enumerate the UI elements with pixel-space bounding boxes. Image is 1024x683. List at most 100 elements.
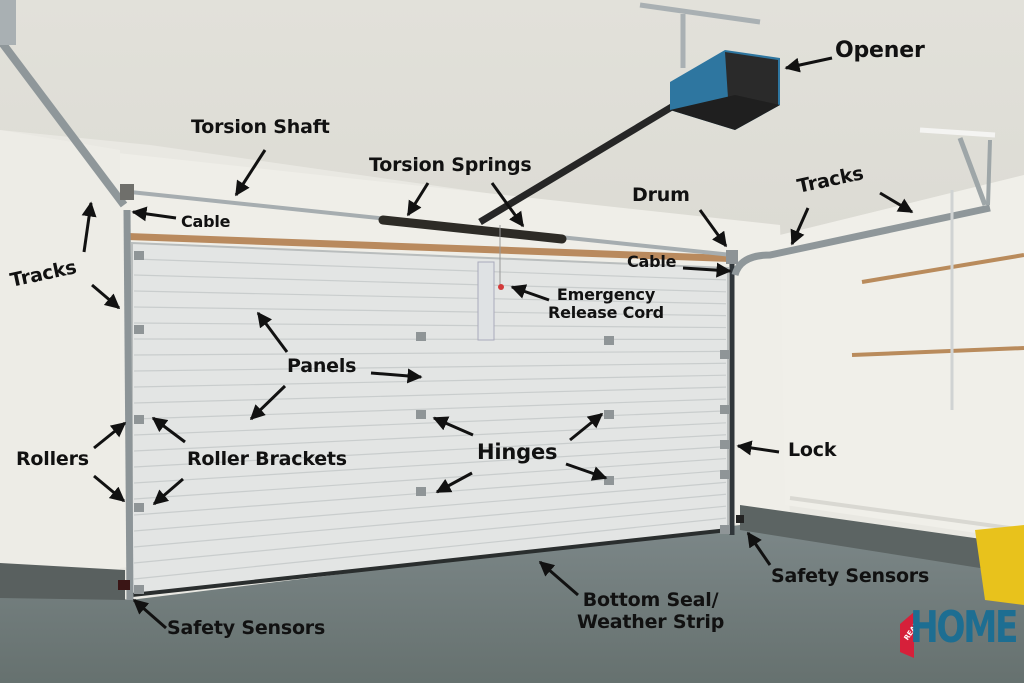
label-emergency-release: Emergency Release Cord <box>548 285 664 323</box>
arrow-hinges-b <box>435 471 473 494</box>
door-panel-groove <box>133 469 727 516</box>
arrow-rollers-b <box>93 474 126 503</box>
roller-bracket <box>134 415 144 424</box>
right-sensor <box>736 515 744 523</box>
lock-bracket <box>720 440 730 449</box>
arrow-safety-sensors-left <box>132 598 167 630</box>
yellow-bin <box>975 525 1024 605</box>
arrow-opener <box>784 56 833 73</box>
roller-bracket <box>134 325 144 334</box>
opener-rail <box>478 101 677 226</box>
left-sensor <box>118 580 130 590</box>
door-panel-groove <box>133 350 727 356</box>
arrow-lock <box>736 440 780 456</box>
roller-bracket <box>134 585 144 594</box>
door-panel-groove <box>133 374 727 388</box>
arrow-panels-b <box>370 368 423 384</box>
release-bracket <box>477 261 495 341</box>
label-roller-brackets: Roller Brackets <box>187 448 347 470</box>
baseboard-right <box>740 505 1024 575</box>
door-panel-groove <box>133 422 727 452</box>
label-opener: Opener <box>835 38 925 63</box>
hinge <box>720 470 730 479</box>
label-hinges: Hinges <box>477 440 558 464</box>
hinge <box>604 476 614 485</box>
door-panel-groove <box>133 446 727 484</box>
arrow-torsion-shaft <box>234 149 267 197</box>
arrow-hinges-d <box>565 462 608 481</box>
hinge <box>720 405 730 414</box>
label-torsion-springs: Torsion Springs <box>369 154 532 176</box>
label-cable-left: Cable <box>181 212 231 231</box>
bottom-seal <box>131 528 729 597</box>
door-panel-groove <box>133 481 727 532</box>
arrow-drum <box>698 209 728 248</box>
arrow-tracks-right-b <box>879 191 914 214</box>
left-drum <box>120 184 134 200</box>
label-lock: Lock <box>788 439 837 461</box>
arrow-panels-c <box>249 384 287 421</box>
hinge <box>720 525 730 534</box>
arrow-torsion-springs-left <box>406 182 430 217</box>
torsion-spring <box>378 215 567 244</box>
right-drum <box>726 250 738 264</box>
hinge <box>416 487 426 496</box>
door-panel-groove <box>133 362 727 372</box>
left-wall <box>0 130 120 575</box>
arrow-hinges-c <box>569 412 604 442</box>
door-panel-groove <box>133 290 727 305</box>
opener-unit <box>670 50 780 130</box>
left-vertical-track <box>123 209 134 601</box>
arrow-panels-a <box>256 311 289 353</box>
arrow-roller-brackets-a <box>151 416 186 444</box>
label-safety-sensors-left: Safety Sensors <box>167 617 326 639</box>
door-panel-groove <box>133 505 727 564</box>
arrow-rollers-a <box>93 421 127 450</box>
arrow-roller-brackets-b <box>152 477 184 506</box>
roller-bracket <box>134 503 144 512</box>
door-panel-groove <box>133 322 727 329</box>
door-panel-groove <box>133 306 727 317</box>
arrow-tracks-left-a <box>81 201 97 253</box>
door-panel-groove <box>133 434 727 468</box>
home-logo-badge: REAL <box>900 612 921 658</box>
label-safety-sensors-right: Safety Sensors <box>771 565 930 587</box>
label-bottom-seal-line1: Bottom Seal/ <box>582 589 719 611</box>
door-panel-groove <box>133 386 727 404</box>
arrow-cable-right <box>682 262 732 278</box>
hinge <box>416 410 426 419</box>
door-panel-groove <box>133 493 727 548</box>
roller-bracket <box>134 251 144 260</box>
door-panel-groove <box>133 274 727 293</box>
label-cable-right: Cable <box>627 252 677 271</box>
arrow-emergency-release <box>510 284 550 302</box>
arrow-torsion-springs-right <box>490 182 525 228</box>
header-wood <box>128 233 730 262</box>
hinge <box>604 336 614 345</box>
arrow-hinges-a <box>432 416 474 437</box>
arrow-tracks-right-a <box>790 207 810 246</box>
arrow-safety-sensors-right <box>746 531 772 566</box>
label-torsion-shaft: Torsion Shaft <box>191 116 330 138</box>
door-panel-groove <box>133 517 727 580</box>
door-panel-groove <box>133 398 727 420</box>
label-panels: Panels <box>287 355 357 377</box>
label-bottom-seal-line2: Weather Strip <box>577 610 725 633</box>
arrow-tracks-left-b <box>91 283 121 310</box>
hinge <box>604 410 614 419</box>
shelf-lower <box>851 346 1024 357</box>
label-rollers: Rollers <box>16 448 89 470</box>
door-panel-groove <box>133 258 727 281</box>
right-horizontal-track <box>731 204 991 277</box>
label-emergency-release-line1: Emergency <box>556 285 656 304</box>
label-emergency-release-line2: Release Cord <box>548 303 664 323</box>
hinge <box>416 332 426 341</box>
logo-wordmark: HOME <box>910 602 1018 653</box>
baseboard-left <box>0 563 125 600</box>
left-horizontal-track <box>0 37 128 208</box>
label-drum: Drum <box>632 184 690 206</box>
release-handle <box>498 284 504 290</box>
shelf-upper <box>861 253 1024 284</box>
hinge <box>720 350 730 359</box>
